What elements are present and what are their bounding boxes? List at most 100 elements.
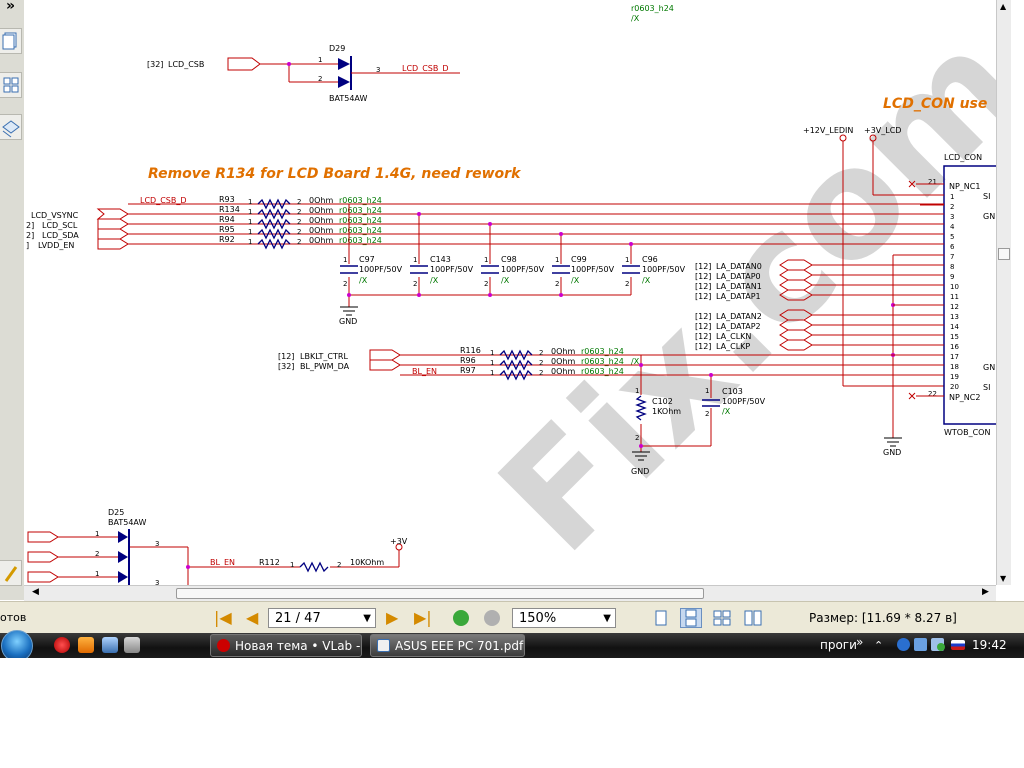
horizontal-scroll-thumb[interactable]	[176, 588, 704, 599]
bluetooth-tray-icon[interactable]	[897, 638, 910, 651]
r94-p2: 2	[297, 218, 301, 226]
app-quicklaunch-icon[interactable]	[102, 637, 118, 653]
c96-val: 100PF/50V	[642, 265, 686, 274]
connector-pin-13: 13	[950, 313, 959, 321]
expand-panel-icon[interactable]: »	[6, 0, 16, 14]
continuous-layout-icon[interactable]	[680, 608, 702, 628]
taskbar-task-forum-label: Новая тема • VLab - ...	[235, 639, 362, 653]
r93-val: 0Ohm	[309, 196, 333, 205]
c98-p1: 1	[484, 256, 488, 264]
r134-p2: 2	[297, 208, 301, 216]
r116-ref: R116	[460, 346, 481, 355]
zoom-dropdown-arrow-icon[interactable]: ▼	[603, 613, 611, 624]
r116-val: 0Ohm	[551, 347, 575, 356]
page-thumbnail-icon[interactable]	[0, 28, 22, 54]
tray-toolbar-label[interactable]: проги	[820, 638, 857, 652]
r134-p1: 1	[248, 208, 252, 216]
c97-p2: 2	[343, 280, 347, 288]
windows-taskbar: Новая тема • VLab - ... ASUS EEE PC 701.…	[0, 630, 1024, 662]
bl-en-net-label: BL_EN	[412, 367, 437, 376]
connector-pin-8: 8	[950, 263, 954, 271]
media-player-quicklaunch-icon[interactable]	[78, 637, 94, 653]
r116-p2: 2	[539, 349, 543, 357]
d25-pin1-b: 1	[95, 570, 99, 578]
connector-title: LCD_CON	[944, 153, 982, 162]
left-signal-4-ref: ]	[26, 241, 29, 250]
taskbar-task-pdf[interactable]: ASUS EEE PC 701.pdf ...	[370, 634, 525, 657]
lcd-csb-d-left-net: LCD_CSB_D	[140, 196, 187, 205]
security-tray-icon[interactable]	[937, 643, 945, 651]
single-page-layout-icon[interactable]	[650, 608, 672, 628]
start-button-icon[interactable]	[1, 630, 33, 662]
c103-p2: 2	[705, 410, 709, 418]
c102-p1: 1	[635, 387, 639, 395]
tray-clock[interactable]: 19:42	[972, 638, 1007, 652]
r96-val: 0Ohm	[551, 357, 575, 366]
c98-val: 100PF/50V	[501, 265, 545, 274]
language-flag-icon[interactable]	[951, 640, 965, 650]
top-x-label: /X	[631, 14, 640, 23]
rail-3v-label: +3V_LCD	[864, 126, 901, 135]
c103-x: /X	[722, 407, 731, 416]
taskbar-task-forum[interactable]: Новая тема • VLab - ...	[210, 634, 362, 657]
r92-ref: R92	[219, 235, 235, 244]
opera-quicklaunch-icon[interactable]	[54, 637, 70, 653]
connector-pin21: 21	[928, 178, 937, 186]
lvds-7-ref: [12]	[695, 332, 711, 341]
rework-note: Remove R134 for LCD Board 1.4G, need rew…	[148, 166, 522, 182]
last-page-icon[interactable]: ▶|	[414, 608, 432, 627]
vertical-scroll-thumb[interactable]	[998, 248, 1010, 260]
two-page-layout-icon[interactable]	[742, 608, 764, 628]
thumbnails-grid-icon[interactable]	[0, 72, 22, 98]
tool-quicklaunch-icon[interactable]	[124, 637, 140, 653]
horizontal-scrollbar[interactable]: ◀ ▶	[24, 585, 996, 601]
r116-p1: 1	[490, 349, 494, 357]
attachment-icon[interactable]	[0, 560, 22, 586]
layers-icon[interactable]	[0, 114, 22, 140]
scroll-up-arrow-icon[interactable]: ▲	[1000, 2, 1007, 11]
lcd-csb-ref: [32]	[147, 60, 163, 69]
r94-p1: 1	[248, 218, 252, 226]
scroll-right-arrow-icon[interactable]: ▶	[982, 587, 989, 597]
forward-icon[interactable]	[484, 610, 500, 626]
r94-fp: r0603_h24	[339, 216, 382, 225]
c103-ref: C103	[722, 387, 743, 396]
d25-ref: D25	[108, 508, 124, 517]
scroll-down-arrow-icon[interactable]: ▼	[1000, 574, 1007, 583]
back-icon[interactable]	[453, 610, 469, 626]
facing-layout-icon[interactable]	[711, 608, 733, 628]
r96-fp: r0603_h24	[581, 357, 624, 366]
connector-pin-20: 20	[950, 383, 959, 391]
connector-pin-7: 7	[950, 253, 954, 261]
next-page-icon[interactable]: ▶	[386, 608, 399, 627]
c97-val: 100PF/50V	[359, 265, 403, 274]
c99-p2: 2	[555, 280, 559, 288]
network-tray-icon[interactable]	[914, 638, 927, 651]
r112-ref: R112	[259, 558, 280, 567]
d29-part: BAT54AW	[329, 94, 367, 103]
lvds-8-ref: [12]	[695, 342, 711, 351]
r94-val: 0Ohm	[309, 216, 333, 225]
c102-p2: 2	[635, 434, 639, 442]
document-viewport[interactable]: Fix.com r0603_h24 /X [32] LCD_CSB D29 BA…	[24, 0, 996, 585]
show-hidden-icons-icon[interactable]: ⌃	[874, 639, 884, 652]
connector-pin-3: 3	[950, 213, 954, 221]
vertical-scrollbar[interactable]: ▲ ▼	[996, 0, 1011, 585]
scroll-left-arrow-icon[interactable]: ◀	[32, 587, 39, 597]
left-signal-4-label: LVDD_EN	[38, 241, 74, 250]
connector-nc1: NP_NC1	[949, 182, 980, 191]
r95-fp: r0603_h24	[339, 226, 382, 235]
page-number-input[interactable]: 21 / 47 ▼	[268, 608, 376, 628]
d25-part: BAT54AW	[108, 518, 146, 527]
r97-fp: r0603_h24	[581, 367, 624, 376]
r95-ref: R95	[219, 225, 235, 234]
lvds-1-ref: [12]	[695, 262, 711, 271]
zoom-select[interactable]: 150% ▼	[512, 608, 616, 628]
first-page-icon[interactable]: |◀	[214, 608, 232, 627]
tray-toolbar-chevron-icon[interactable]: »	[856, 635, 864, 649]
r134-val: 0Ohm	[309, 206, 333, 215]
previous-page-icon[interactable]: ◀	[246, 608, 259, 627]
page-dropdown-arrow-icon[interactable]: ▼	[363, 613, 371, 624]
r93-p1: 1	[248, 198, 252, 206]
resistor-zigzags	[257, 198, 291, 250]
